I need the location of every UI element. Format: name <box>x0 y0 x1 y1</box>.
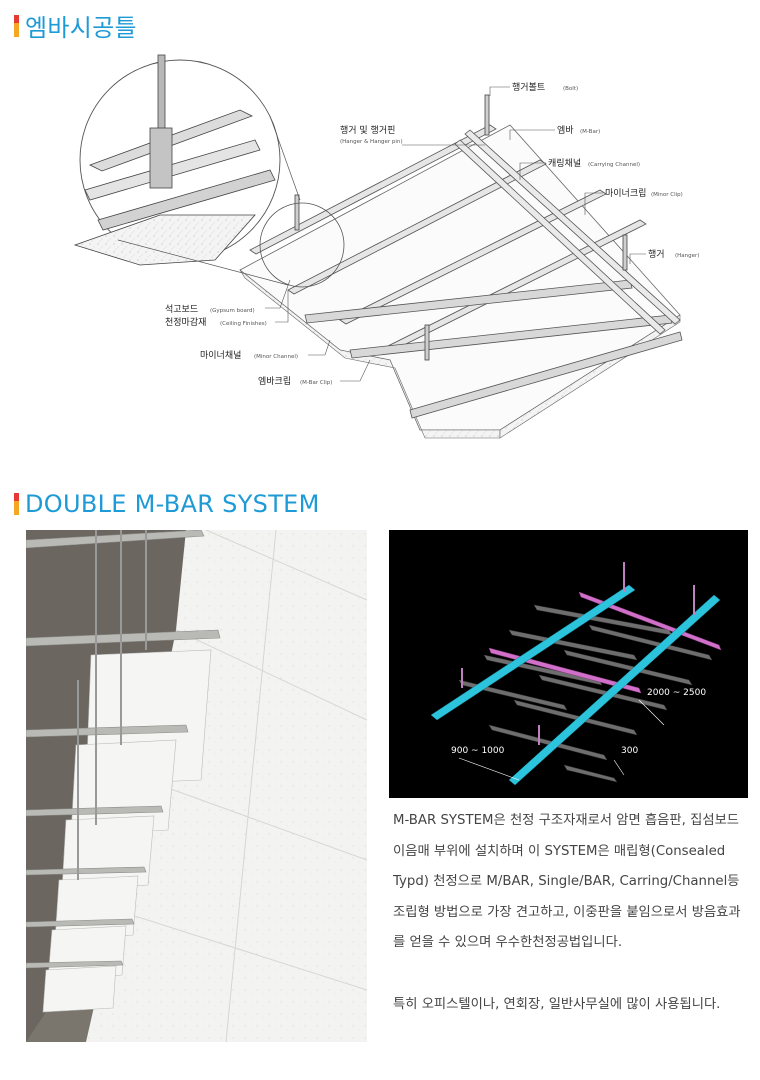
dim-span-short: 300 <box>621 746 638 756</box>
callout-bolt: 행거볼트 (Bolt) <box>489 81 578 96</box>
label-m-bar-clip: 엠바크립 <box>258 375 291 387</box>
label-minor-clip: 마이너크립 <box>605 188 646 199</box>
label-m-bar-clip-en: (M-Bar Clip) <box>300 380 332 386</box>
label-minor-channel-en: (Minor Channel) <box>254 354 298 360</box>
label-carrying-channel: 캐링채널 <box>548 157 581 169</box>
section-title-text-2: DOUBLE M-BAR SYSTEM <box>25 490 320 518</box>
label-hanger-pin: 행거 및 행거핀 <box>340 124 395 136</box>
callout-carrying-channel: 캐링채널 (Carrying Channel) <box>519 157 640 180</box>
label-hanger: 행거 <box>648 248 665 260</box>
label-gypsum-board: 석고보드 <box>165 304 198 315</box>
title-accent-bar-2 <box>14 493 19 515</box>
label-carrying-channel-en: (Carrying Channel) <box>588 162 640 168</box>
label-minor-channel: 마이너채널 <box>200 350 241 361</box>
detail-target-circle <box>259 202 345 288</box>
callout-hanger: 행거 (Hanger) <box>629 248 699 264</box>
label-ceiling-finishes: 천정마감재 <box>165 316 206 328</box>
hanger-rods-render <box>461 562 695 745</box>
minor-channels <box>454 129 681 335</box>
section-title-ceiling-frame: 엠바시공틀 <box>14 8 137 43</box>
system-description: M-BAR SYSTEM은 천정 구조자재로서 암면 흡음판, 집섬보드 이음매… <box>393 806 748 1020</box>
section-title-double-m-bar: DOUBLE M-BAR SYSTEM <box>14 490 320 518</box>
detail-closeup <box>73 54 276 266</box>
label-minor-clip-en: (Minor Clip) <box>651 192 683 198</box>
label-m-bar-en: (M-Bar) <box>580 129 600 135</box>
section-title-text: 엠바시공틀 <box>25 14 137 42</box>
callout-hanger-pin: 행거 및 행거핀 (Hanger & Hanger pin) <box>340 124 485 146</box>
label-ceiling-finishes-en: (Ceiling Finishes) <box>220 321 267 327</box>
label-bolt-en: (Bolt) <box>563 86 578 92</box>
tile-joints <box>115 529 368 1043</box>
callout-m-bar-clip: 엠바크립 (M-Bar Clip) <box>258 359 371 387</box>
label-hanger-en: (Hanger) <box>675 253 699 259</box>
label-m-bar: 엠바 <box>557 124 574 136</box>
hanger-bolts <box>294 94 628 361</box>
ceiling-tiles <box>86 530 367 1042</box>
label-hanger-pin-en: (Hanger & Hanger pin) <box>340 139 403 145</box>
label-gypsum-board-en: (Gypsum board) <box>210 308 255 314</box>
callout-m-bar: 엠바 (M-Bar) <box>509 124 600 140</box>
ceiling-construction-diagram: 행거볼트 (Bolt) 행거 및 행거핀 (Hanger & Hanger pi… <box>40 50 720 460</box>
m-bars <box>304 279 683 419</box>
description-paragraph-1: M-BAR SYSTEM은 천정 구조자재로서 암면 흡음판, 집섬보드 이음매… <box>393 813 741 950</box>
callout-minor-clip: 마이너크립 (Minor Clip) <box>584 188 683 215</box>
callout-minor-channel: 마이너채널 (Minor Channel) <box>200 339 331 361</box>
title-accent-bar <box>14 14 19 37</box>
dim-span-long: 2000 ~ 2500 <box>647 688 706 698</box>
ceiling-installation-photo <box>25 529 368 1043</box>
dim-span-mid: 900 ~ 1000 <box>451 746 505 756</box>
callout-ceiling-finishes: 천정마감재 (Ceiling Finishes) <box>165 290 289 328</box>
label-bolt: 행거볼트 <box>512 81 545 93</box>
hanger-rods <box>77 530 147 880</box>
double-m-bar-render: 2000 ~ 2500 900 ~ 1000 300 <box>389 530 748 798</box>
description-paragraph-2: 특히 오피스텔이나, 연회장, 일반사무실에 많이 사용됩니다. <box>393 996 721 1012</box>
cyan-m-bars <box>430 584 721 786</box>
callout-gypsum-board: 석고보드 (Gypsum board) <box>165 279 291 315</box>
metal-channels <box>25 529 221 969</box>
